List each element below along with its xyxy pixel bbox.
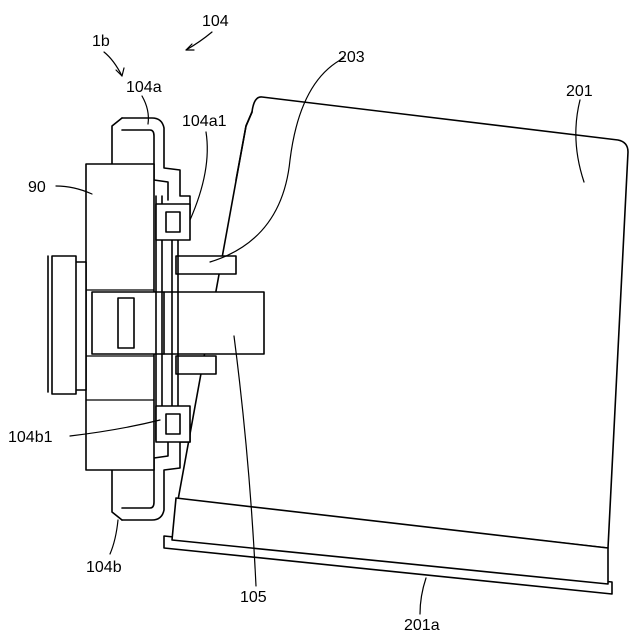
label-1b: 1b — [92, 33, 110, 50]
leader-104a — [142, 96, 148, 124]
label-104a1: 104a1 — [182, 113, 227, 130]
leader-201a — [420, 578, 426, 614]
label-104b1: 104b1 — [8, 429, 53, 446]
hub-105-core — [118, 298, 134, 348]
label-104a: 104a — [126, 79, 162, 96]
label-201a: 201a — [404, 617, 440, 634]
label-201: 201 — [566, 83, 593, 100]
shaft-203 — [176, 256, 236, 274]
leader-104a1 — [190, 132, 207, 220]
leader-104 — [186, 32, 212, 50]
bracket-104a-left — [112, 118, 122, 168]
bearing-104b1-inner — [166, 414, 180, 434]
leader-104b — [110, 520, 118, 554]
label-90: 90 — [28, 179, 46, 196]
label-104b: 104b — [86, 559, 122, 576]
leader-1b — [104, 52, 122, 76]
label-203: 203 — [338, 49, 365, 66]
bracket-104b-left — [112, 470, 122, 520]
shaft-203-lower — [176, 356, 216, 374]
bearing-104a1-inner — [166, 212, 180, 232]
mount-block-outer — [52, 256, 76, 394]
label-105: 105 — [240, 589, 267, 606]
label-104: 104 — [202, 13, 229, 30]
